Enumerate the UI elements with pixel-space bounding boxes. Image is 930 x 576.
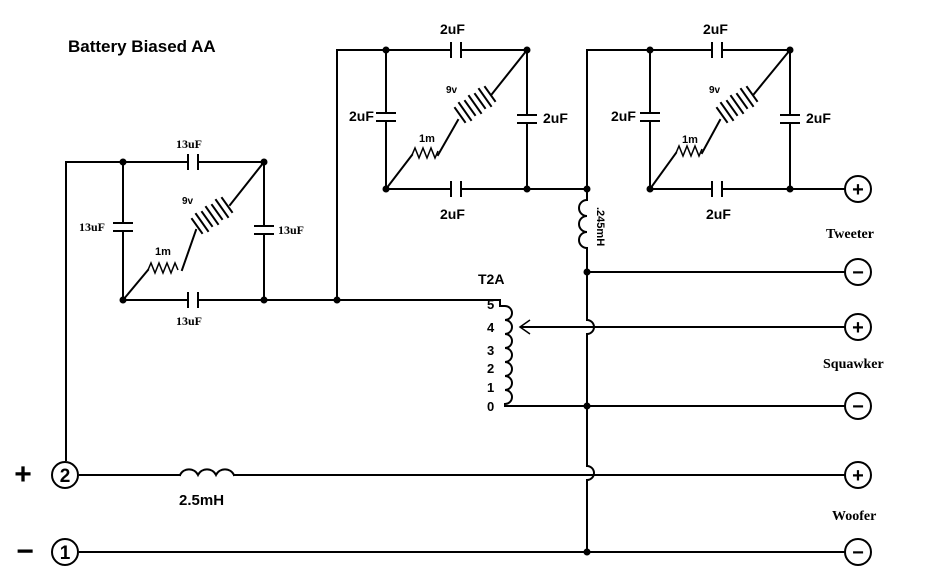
capacitor-13uf-right [254,225,274,235]
svg-text:+: + [852,179,864,201]
squawker-label: Squawker [823,357,884,372]
label-2uf-right-n2: 2uF [543,110,568,126]
woofer-plus-terminal: + [844,461,872,489]
label-13uf-right: 13uF [278,223,304,237]
tap-2: 2 [487,361,494,376]
svg-text:−: − [852,396,864,418]
label-13uf-left: 13uF [79,220,105,234]
input-terminal-minus: 1 [51,538,79,566]
woofer-label: Woofer [832,509,876,524]
inductor-2-5mh [178,468,236,478]
battery-9v-n3 [715,85,759,124]
woofer-minus-terminal: − [844,538,872,566]
capacitor-2uf-top-n2 [450,42,462,58]
input-terminal-plus: 2 [51,461,79,489]
label-2uf-right-n3: 2uF [806,110,831,126]
capacitor-13uf-left [113,222,133,232]
inductor-245mh [578,188,588,273]
input-plus-sign: + [14,458,32,491]
label-9v-n3: 9v [709,85,721,96]
capacitor-2uf-top-n3 [711,42,723,58]
resistor-1m-n3 [675,143,703,159]
label-1m-n3: 1m [682,134,698,146]
tap-1: 1 [487,380,494,395]
svg-text:−: − [852,542,864,564]
label-2uf-left-n2: 2uF [349,108,374,124]
label-2uf-bottom-n3: 2uF [706,206,731,222]
interconnect-wires [65,49,846,556]
label-2uf-top-n2: 2uF [440,21,465,37]
capacitor-2uf-right-n3 [780,114,800,124]
input-plus-number: 2 [60,466,71,487]
tap-5: 5 [487,297,494,312]
svg-text:−: − [852,262,864,284]
capacitor-2uf-right-n2 [517,114,537,124]
capacitor-2uf-left-n3 [640,112,660,122]
resistor-1m-n1 [147,260,179,276]
capacitor-13uf-bottom [187,292,199,308]
tap-0: 0 [487,399,494,414]
tweeter-label: Tweeter [826,227,874,242]
capacitor-2uf-bottom-n2 [450,181,462,197]
label-2uf-top-n3: 2uF [703,21,728,37]
tweeter-minus-terminal: − [844,258,872,286]
squawker-minus-terminal: − [844,392,872,420]
capacitor-2uf-bottom-n3 [711,181,723,197]
tap-3: 3 [487,343,494,358]
input-minus-sign: − [16,535,34,568]
tweeter-plus-terminal: + [844,175,872,203]
svg-text:+: + [852,317,864,339]
cap-network-13uf: 13uF 13uF 13uF 13uF 9v 1m [79,137,304,328]
label-9v-n1: 9v [182,196,194,207]
cap-network-2uf-right: 2uF 2uF 2uF 2uF 9v 1m [611,21,831,222]
label-245mh: .245mH [594,207,606,246]
label-1m-n2: 1m [419,133,435,145]
label-1m-n1: 1m [155,246,171,258]
label-13uf-bottom: 13uF [176,314,202,328]
tap-4: 4 [487,320,495,335]
squawker-plus-terminal: + [844,313,872,341]
input-minus-number: 1 [60,543,71,564]
cap-network-2uf-middle: 2uF 2uF 2uF 2uF 9v 1m [349,21,568,222]
battery-9v-n2 [453,85,497,124]
schematic-title: Battery Biased AA [68,37,216,56]
label-2-5mh: 2.5mH [179,492,224,509]
svg-text:+: + [852,465,864,487]
battery-9v-n1 [190,196,234,235]
capacitor-2uf-left-n2 [376,112,396,122]
label-13uf-top: 13uF [176,137,202,151]
resistor-1m-n2 [411,145,439,161]
transformer-label: T2A [478,271,504,287]
capacitor-13uf-top [187,154,199,170]
label-9v-n2: 9v [446,85,458,96]
label-2uf-bottom-n2: 2uF [440,206,465,222]
autotransformer-t2a: T2A 5 4 3 2 1 0 [478,271,513,414]
label-2uf-left-n3: 2uF [611,108,636,124]
